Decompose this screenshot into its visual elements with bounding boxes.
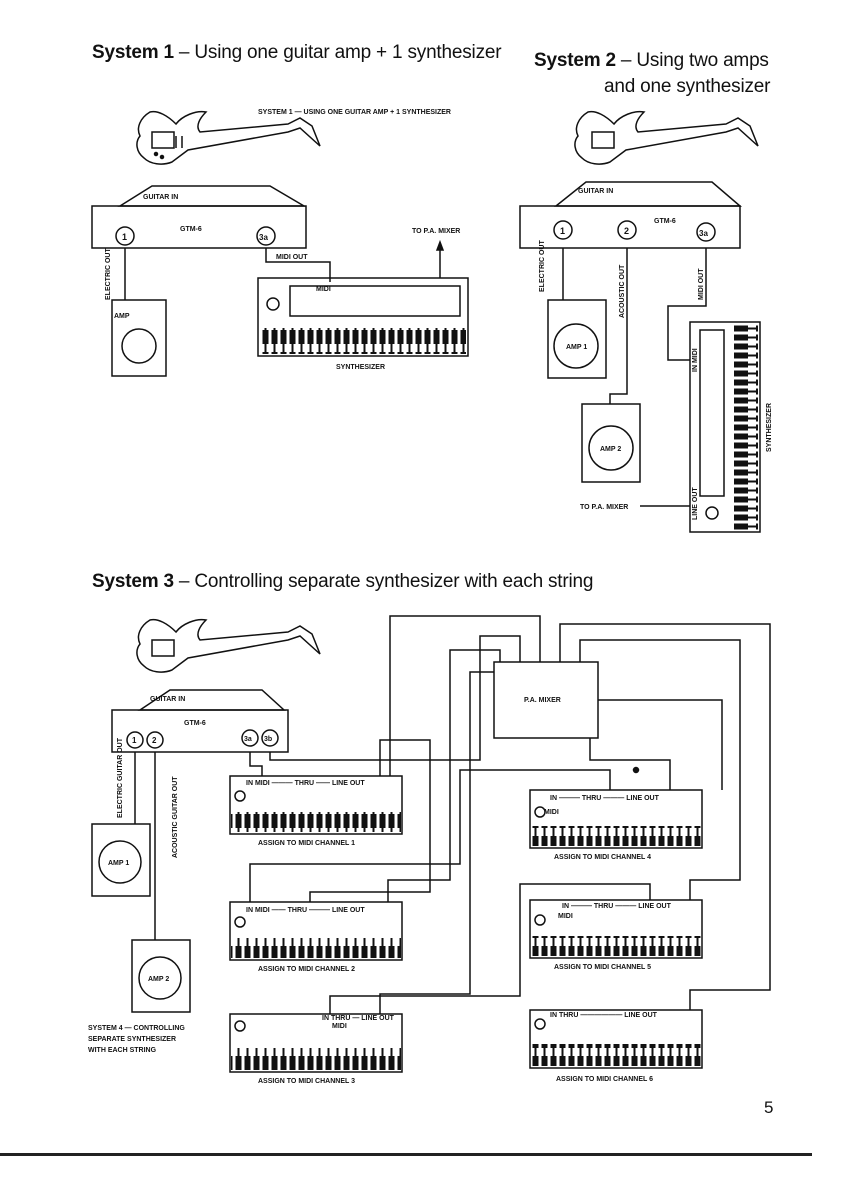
system3-acoustic-out-label: ACOUSTIC GUITAR OUT — [172, 776, 179, 858]
synth4-ports-label: IN ——— THRU ——— LINE OUT — [550, 795, 660, 802]
system2-port2: 2 — [624, 226, 629, 236]
system1-guitar-in-label: GUITAR IN — [143, 194, 178, 201]
system1-midi-out-label: MIDI OUT — [276, 254, 308, 261]
system1-heading-bold: System 1 — [92, 42, 174, 63]
synth6-ports-label: IN THRU —————— LINE OUT — [550, 1012, 658, 1019]
system3-amp2-label: AMP 2 — [148, 976, 169, 983]
system2-synth-label: SYNTHESIZER — [766, 403, 773, 452]
system3-electric-out-label: ELECTRIC GUITAR OUT — [117, 737, 124, 818]
synth3-ports-label: IN THRU — LINE OUT — [322, 1015, 395, 1022]
system3-port3b: 3b — [264, 736, 272, 743]
system3-caption-line3: WITH EACH STRING — [88, 1047, 157, 1054]
system3-port1: 1 — [132, 736, 137, 745]
page-number: 5 — [764, 1098, 774, 1117]
synth3-midi-label: MIDI — [332, 1023, 347, 1030]
system3-caption-line2: SEPARATE SYNTHESIZER — [88, 1036, 176, 1043]
system2-heading-text: – Using two amps — [615, 50, 769, 71]
footer-rule — [0, 1153, 812, 1156]
system2-gtm-label: GTM-6 — [654, 218, 676, 225]
system2-amp2-label: AMP 2 — [600, 446, 621, 453]
system3-pa-mixer-label: P.A. MIXER — [524, 697, 561, 704]
system1-electric-out-label: ELECTRIC OUT — [105, 248, 112, 300]
system2-acoustic-out-label: ACOUSTIC OUT — [619, 264, 626, 318]
system3-diagram — [91, 615, 771, 1073]
guitar-icon — [136, 110, 321, 165]
system1-pa-mixer-label: TO P.A. MIXER — [412, 228, 460, 235]
system1-synth-label: SYNTHESIZER — [336, 364, 385, 371]
system3-guitar-in-label: GUITAR IN — [150, 696, 185, 703]
system3-heading-text: – Controlling separate synthesizer with … — [173, 571, 594, 592]
system2-heading-line2: and one synthesizer — [604, 76, 771, 97]
synth6-assign-label: ASSIGN TO MIDI CHANNEL 6 — [556, 1076, 653, 1083]
system2-guitar-in-label: GUITAR IN — [578, 188, 613, 195]
system2-heading: System 2 – Using two amps — [534, 50, 769, 72]
system2-port3a: 3a — [699, 229, 708, 238]
synth2-assign-label: ASSIGN TO MIDI CHANNEL 2 — [258, 966, 355, 973]
system1-heading: System 1 – Using one guitar amp + 1 synt… — [92, 42, 502, 64]
synth4-assign-label: ASSIGN TO MIDI CHANNEL 4 — [554, 854, 651, 861]
system1-gtm-label: GTM-6 — [180, 226, 202, 233]
system3-port3a: 3a — [244, 736, 252, 743]
guitar-icon — [574, 110, 759, 165]
system2-line-out-label: LINE OUT — [692, 487, 699, 520]
system3-caption-line1: SYSTEM 4 — CONTROLLING — [88, 1025, 185, 1032]
system1-port3a: 3a — [259, 233, 268, 242]
synth1-ports-label: IN MIDI ——— THRU —— LINE OUT — [246, 780, 365, 787]
system2-pa-mixer-label: TO P.A. MIXER — [580, 504, 628, 511]
system3-heading-bold: System 3 — [92, 571, 174, 592]
system2-midi-out-label: MIDI OUT — [698, 268, 705, 300]
system1-heading-text: – Using one guitar amp + 1 synthesizer — [173, 42, 502, 63]
system1-diagram — [91, 110, 469, 377]
system3-gtm-label: GTM-6 — [184, 720, 206, 727]
system2-amp1-label: AMP 1 — [566, 344, 587, 351]
synth3-assign-label: ASSIGN TO MIDI CHANNEL 3 — [258, 1078, 355, 1085]
system2-port1: 1 — [560, 226, 565, 236]
synth2-ports-label: IN MIDI —— THRU ——— LINE OUT — [246, 907, 365, 914]
system1-caption: SYSTEM 1 — USING ONE GUITAR AMP + 1 SYNT… — [258, 109, 451, 116]
system2-in-midi-label: IN MIDI — [692, 348, 699, 372]
guitar-icon — [136, 618, 321, 673]
system3-heading: System 3 – Controlling separate synthesi… — [92, 571, 593, 593]
system3-port2: 2 — [152, 736, 157, 745]
synth5-ports-label: IN ——— THRU ——— LINE OUT — [562, 903, 672, 910]
synth1-assign-label: ASSIGN TO MIDI CHANNEL 1 — [258, 840, 355, 847]
system1-amp-label: AMP — [114, 313, 130, 320]
synth5-midi-label: MIDI — [558, 913, 573, 920]
system1-port1: 1 — [122, 232, 127, 242]
synth5-assign-label: ASSIGN TO MIDI CHANNEL 5 — [554, 964, 651, 971]
system2-heading-bold: System 2 — [534, 50, 616, 71]
synth4-midi-label: MIDI — [544, 809, 559, 816]
system2-electric-out-label: ELECTRIC OUT — [539, 240, 546, 292]
system1-midi-label: MIDI — [316, 286, 331, 293]
system3-amp1-label: AMP 1 — [108, 860, 129, 867]
system2-diagram — [519, 110, 761, 533]
